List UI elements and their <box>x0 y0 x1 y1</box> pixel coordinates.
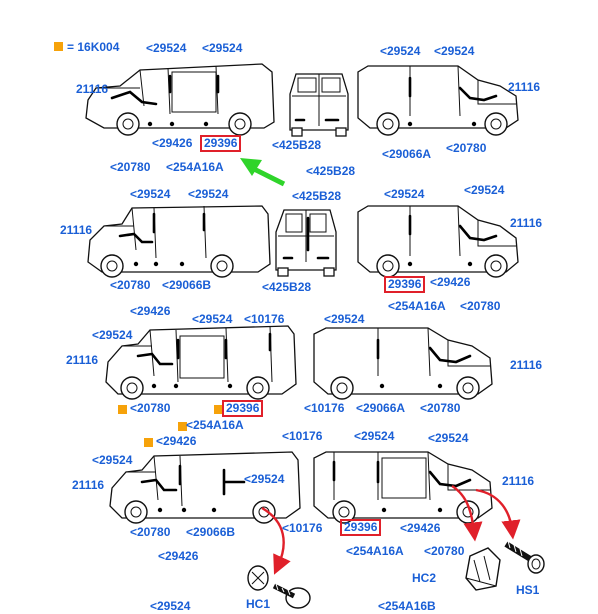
label-r4l-bottom-left: <20780 <box>130 525 171 539</box>
marker-r3l-below <box>144 438 153 447</box>
part-hs1-screw <box>504 540 545 574</box>
label-r2r-boxed: 29396 <box>384 276 426 293</box>
label-r1l-boxed: 29396 <box>200 135 242 152</box>
legend: = 16K004 <box>54 40 119 54</box>
label-r3l-top-mid: <29524 <box>192 312 233 326</box>
marker-r3l-bottom-left <box>118 405 127 414</box>
label-r4r-top-right: <29524 <box>428 431 469 445</box>
label-r4l-below: <29426 <box>158 549 199 563</box>
label-r4l-front: 21116 <box>72 478 105 492</box>
red-arrow-hc2 <box>451 484 483 542</box>
label-r4l-right: <29524 <box>244 472 285 486</box>
label-r2r-top1: <29524 <box>384 187 425 201</box>
label-r3l-top-left: <29524 <box>92 328 133 342</box>
label-r1l-mid: <29426 <box>152 136 193 150</box>
label-r2r-bottom-right: <20780 <box>460 299 501 313</box>
label-r3l-bottom-mid: <254A16A <box>186 418 244 432</box>
label-r3l-top-right: <10176 <box>244 312 285 326</box>
label-r3r-bottom-mid: <29066A <box>356 401 406 415</box>
label-r1l-front: 21116 <box>76 82 109 96</box>
label-r2l-bottom-left: <20780 <box>110 278 151 292</box>
part-hc1-fastener <box>247 565 311 609</box>
label-r2rear-bottom: <425B28 <box>262 280 312 294</box>
label-r3l-front: 21116 <box>66 353 99 367</box>
van-side-view-r1-left <box>85 63 275 136</box>
label-r1l-top1: <29524 <box>146 41 187 55</box>
label-r4l-top: <29524 <box>92 453 133 467</box>
legend-marker-icon <box>54 42 63 51</box>
label-r2r-bottom-left: <254A16A <box>388 299 446 313</box>
label-part-hs1: HS1 <box>516 583 540 597</box>
label-r1r-top2: <29524 <box>434 44 475 58</box>
label-r2l-below: <29426 <box>130 304 171 318</box>
label-r3r-bottom-right: <20780 <box>420 401 461 415</box>
label-r4r-front: 21116 <box>502 474 535 488</box>
label-part-hc2: HC2 <box>412 571 437 585</box>
label-r2r-top2: <29524 <box>464 183 505 197</box>
label-r4r-bottom-right: <20780 <box>424 544 465 558</box>
label-r2rear-top: <425B28 <box>292 189 342 203</box>
label-r1r-bottom-left: <29066A <box>382 147 432 161</box>
label-r2r-front: 21116 <box>510 216 543 230</box>
label-r1rear-a: <425B28 <box>272 138 322 152</box>
red-arrow-hs1 <box>475 488 521 540</box>
label-r3l-bottom-left: <20780 <box>130 401 171 415</box>
van-side-view-r2-left <box>87 205 271 278</box>
label-r2r-mid: <29426 <box>430 275 471 289</box>
van-side-view-r3-left <box>105 325 297 400</box>
marker-r3l-bottom-mid <box>178 422 187 431</box>
legend-text: = 16K004 <box>67 40 120 54</box>
label-r4r-top-left: <10176 <box>282 429 323 443</box>
label-r1r-bottom-right: <20780 <box>446 141 487 155</box>
label-r4r-bottom-left: <254A16A <box>346 544 404 558</box>
label-r2l-top1: <29524 <box>130 187 171 201</box>
label-footer-right: <254A16B <box>378 599 436 613</box>
label-r4l-bottom-right: <10176 <box>282 521 323 535</box>
label-r3l-below: <29426 <box>156 434 197 448</box>
van-side-view-r4-left <box>109 451 301 524</box>
van-side-view-r3-right <box>313 327 493 400</box>
label-r4r-top-mid: <29524 <box>354 429 395 443</box>
van-side-view-r2-right <box>357 205 519 278</box>
van-side-view-r1-right <box>357 65 519 136</box>
label-r1rear-b: <425B28 <box>306 164 356 178</box>
label-r4r-boxed: 29396 <box>340 519 382 536</box>
label-footer-left: <29524 <box>150 599 191 613</box>
label-r1l-bottom-left: <20780 <box>110 160 151 174</box>
van-rear-view-r2 <box>275 209 337 277</box>
label-r2l-front: 21116 <box>60 223 93 237</box>
label-r1r-top1: <29524 <box>380 44 421 58</box>
label-r2l-top2: <29524 <box>188 187 229 201</box>
label-r4l-bottom-mid: <29066B <box>186 525 236 539</box>
label-r3r-bottom-left: <10176 <box>304 401 345 415</box>
label-r3r-top: <29524 <box>324 312 365 326</box>
van-rear-view-r1 <box>289 73 349 137</box>
label-part-hc1: HC1 <box>246 597 271 611</box>
red-arrow-hc1 <box>261 506 291 575</box>
part-hc2-clip <box>465 547 501 591</box>
label-r1l-top2: <29524 <box>202 41 243 55</box>
label-r1l-bottom-mid: <254A16A <box>166 160 224 174</box>
marker-r3l-boxed <box>214 405 223 414</box>
label-r2l-bottom-mid: <29066B <box>162 278 212 292</box>
label-r1r-front: 21116 <box>508 80 541 94</box>
label-r3l-boxed: 29396 <box>222 400 264 417</box>
van-side-view-r4-right <box>313 451 493 524</box>
label-r3r-front: 21116 <box>510 358 543 372</box>
green-pointer-arrow <box>240 158 286 187</box>
label-r4r-mid: <29426 <box>400 521 441 535</box>
